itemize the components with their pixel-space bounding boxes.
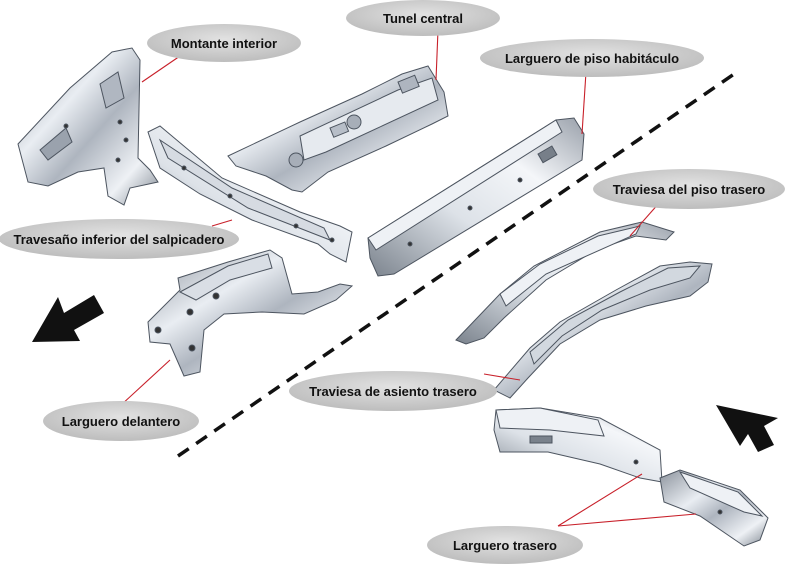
arrow-rear-icon bbox=[716, 405, 778, 452]
svg-text:Travesaño inferior del salpica: Travesaño inferior del salpicadero bbox=[14, 232, 225, 247]
svg-text:Larguero trasero: Larguero trasero bbox=[453, 538, 557, 553]
label-larguero-delantero: Larguero delantero bbox=[43, 401, 199, 441]
label-traviesa-piso-trasero: Traviesa del piso trasero bbox=[593, 169, 785, 209]
part-traviesa-piso-trasero bbox=[455, 221, 675, 345]
svg-text:Traviesa del piso trasero: Traviesa del piso trasero bbox=[613, 182, 766, 197]
svg-text:Tunel central: Tunel central bbox=[383, 11, 463, 26]
label-traviesa-asiento-trasero: Traviesa de asiento trasero bbox=[289, 371, 497, 411]
svg-text:Larguero delantero: Larguero delantero bbox=[62, 414, 181, 429]
label-montante-interior: Montante interior bbox=[147, 24, 301, 62]
part-traviesa-asiento-trasero bbox=[493, 261, 713, 399]
label-larguero-piso-habitaculo: Larguero de piso habitáculo bbox=[480, 39, 704, 77]
part-larguero-piso-habitaculo bbox=[367, 117, 585, 277]
label-tunel-central: Tunel central bbox=[346, 0, 500, 36]
svg-text:Montante interior: Montante interior bbox=[171, 36, 277, 51]
part-tunel-central bbox=[227, 65, 449, 193]
part-travesano-salpicadero bbox=[147, 125, 353, 263]
arrow-front-icon bbox=[32, 295, 104, 342]
divider-line bbox=[177, 68, 741, 458]
svg-text:Larguero de piso habitáculo: Larguero de piso habitáculo bbox=[505, 51, 679, 66]
svg-text:Traviesa de asiento trasero: Traviesa de asiento trasero bbox=[309, 384, 477, 399]
part-larguero-trasero bbox=[493, 407, 769, 547]
label-larguero-trasero: Larguero trasero bbox=[427, 526, 583, 564]
label-travesano-salpicadero: Travesaño inferior del salpicadero bbox=[0, 219, 239, 259]
part-montante-interior bbox=[17, 47, 159, 206]
part-larguero-delantero bbox=[147, 249, 354, 377]
